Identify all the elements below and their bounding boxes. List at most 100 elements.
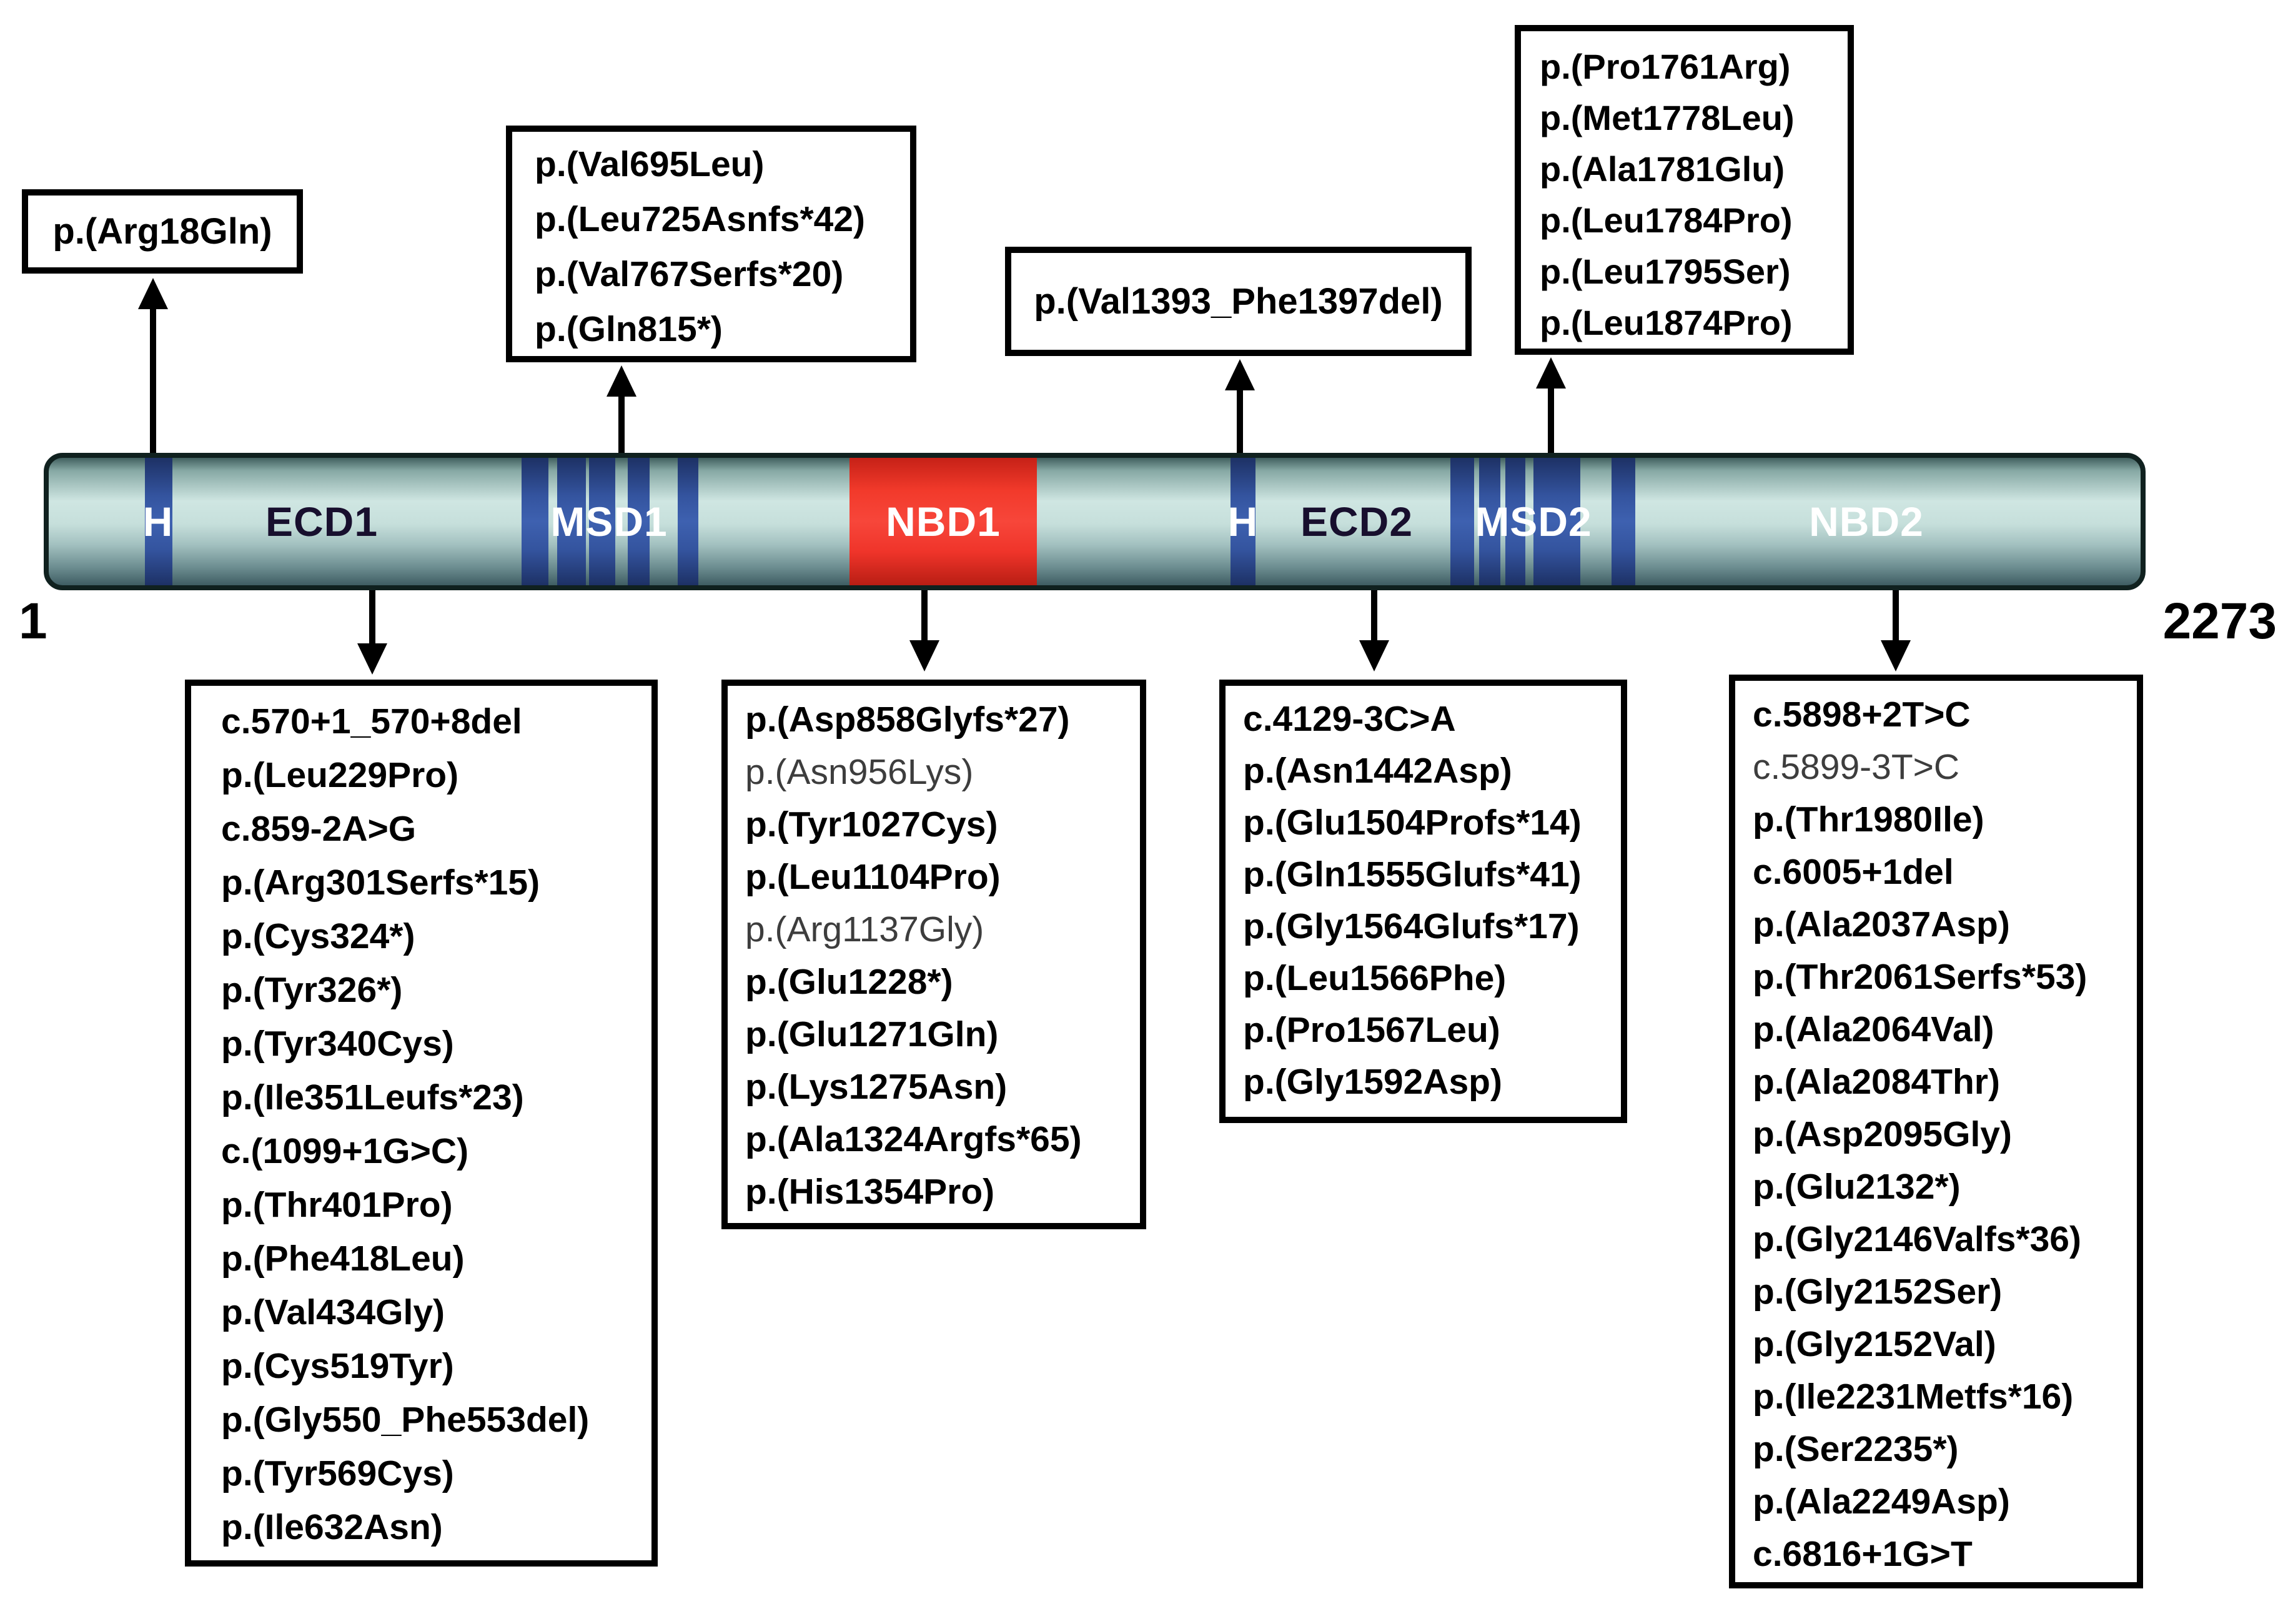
msd2-stripe-2 [1479, 458, 1500, 585]
mutation-label: p.(Leu1795Ser) [1540, 252, 1791, 291]
mutation-list: p.(Val1393_Phe1397del) [1034, 280, 1443, 322]
arrow-shaft [369, 590, 375, 648]
mutation-label: p.(Val767Serfs*20) [535, 254, 844, 294]
arrowhead [1536, 357, 1566, 389]
mutation-box-msd2: p.(Pro1761Arg)p.(Met1778Leu)p.(Ala1781Gl… [1515, 25, 1854, 355]
mutation-label: p.(Asn956Lys) [745, 752, 974, 792]
mutation-label: c.6005+1del [1753, 852, 1954, 892]
helix-h2-stripe [1231, 458, 1255, 585]
mutation-label: p.(Leu1566Phe) [1243, 958, 1507, 998]
mutation-label: p.(Gly2152Val) [1753, 1324, 1996, 1364]
domain-label-ecd1: ECD1 [265, 498, 379, 545]
mutation-label: p.(Asn1442Asp) [1243, 751, 1512, 791]
mutation-box-h2: p.(Val1393_Phe1397del) [1005, 247, 1472, 356]
domain-label-h1: H [142, 498, 174, 545]
mutation-box-ecd1: c.570+1_570+8del p.(Leu229Pro) c.859-2A>G p… [185, 680, 658, 1567]
mutation-label: p.(Glu2132*) [1753, 1167, 1961, 1207]
msd2-stripe-1 [1450, 458, 1474, 585]
mutation-label: p.(Val695Leu) [535, 144, 765, 184]
msd1-stripe-1 [522, 458, 548, 585]
mutation-label: p.(Pro1567Leu) [1243, 1010, 1500, 1050]
arrow-shaft [1548, 384, 1554, 453]
mutation-label: p.(Phe418Leu) [221, 1239, 465, 1279]
mutation-box-nbd2: c.5898+2T>C c.5899-3T>C p.(Thr1980Ile) c.60… [1729, 675, 2143, 1588]
mutation-box-nbd1: p.(Asp858Glyfs*27)p.(Asn956Lys)p.(Tyr102… [721, 680, 1146, 1229]
mutation-label: p.(Tyr340Cys) [221, 1024, 454, 1064]
mutation-label: p.(Cys519Tyr) [221, 1346, 454, 1386]
mutation-label: p.(Leu1784Pro) [1540, 201, 1793, 240]
domain-label-nbd1: NBD1 [886, 498, 1001, 545]
mutation-label: p.(Ser2235*) [1753, 1429, 1959, 1469]
msd1-stripe-3 [589, 458, 615, 585]
domain-label-nbd2: NBD2 [1809, 498, 1924, 545]
mutation-label: p.(Gly2152Ser) [1753, 1272, 2003, 1312]
mutation-label: p.(Thr1980Ile) [1753, 800, 1984, 839]
arrow-shaft [921, 590, 928, 645]
mutation-label: p.(Val1393_Phe1397del) [1034, 280, 1443, 322]
mutation-label: p.(Glu1504Profs*14) [1243, 803, 1582, 843]
mutation-label: p.(Ile351Leufs*23) [221, 1077, 524, 1117]
mutation-label: p.(Pro1761Arg) [1540, 47, 1791, 86]
mutation-box-msd1: p.(Val695Leu) p.(Leu725Asnfs*42) p.(Val767… [506, 126, 916, 362]
mutation-label: p.(Ala2037Asp) [1753, 904, 2010, 944]
msd2-stripe-4 [1533, 458, 1580, 585]
mutation-label: p.(His1354Pro) [745, 1172, 995, 1212]
mutation-label: p.(Glu1271Gln) [745, 1014, 999, 1054]
mutation-label: p.(Cys324*) [221, 916, 415, 956]
msd1-stripe-4 [628, 458, 650, 585]
residue-start-label: 1 [19, 593, 47, 650]
mutation-label: p.(Ala2249Asp) [1753, 1482, 2010, 1522]
mutation-list: p.(Arg18Gln) [52, 210, 272, 252]
mutation-label: p.(Tyr569Cys) [221, 1453, 454, 1493]
mutation-label: p.(Lys1275Asn) [745, 1067, 1008, 1107]
mutation-label: p.(Ala2064Val) [1753, 1009, 1994, 1049]
mutation-label: p.(Leu229Pro) [221, 755, 459, 795]
mutation-label: p.(Leu1874Pro) [1540, 303, 1793, 342]
mutation-label: c.6816+1G>T [1753, 1534, 1973, 1574]
msd1-stripe-5 [678, 458, 698, 585]
mutation-list: c.4129-3C>A p.(Asn1442Asp) p.(Glu1504Profs… [1226, 686, 1621, 1108]
mutation-label: p.(Thr2061Serfs*53) [1753, 957, 2087, 997]
mutation-label: p.(Arg18Gln) [52, 210, 272, 252]
arrow-shaft [1893, 590, 1899, 645]
arrow-shaft [618, 392, 625, 453]
arrowhead [357, 643, 387, 675]
mutation-label: p.(Thr401Pro) [221, 1185, 453, 1225]
mutation-label: p.(Gln1555Glufs*41) [1243, 854, 1582, 894]
mutation-label: p.(Gly1564Glufs*17) [1243, 906, 1580, 946]
mutation-label: p.(Ala1781Glu) [1540, 149, 1785, 189]
domain-label-ecd2: ECD2 [1300, 498, 1414, 545]
msd2-stripe-3 [1505, 458, 1525, 585]
mutation-label: c.5898+2T>C [1753, 695, 1971, 735]
mutation-label: c.570+1_570+8del [221, 701, 522, 741]
mutation-label: p.(Leu725Asnfs*42) [535, 199, 866, 239]
mutation-label: p.(Ala1324Argfs*65) [745, 1119, 1082, 1159]
mutation-label: c.5899-3T>C [1753, 747, 1960, 787]
arrow-shaft [150, 304, 156, 453]
nbd1-block [849, 458, 1037, 585]
mutation-box-h1: p.(Arg18Gln) [22, 189, 303, 274]
mutation-label: p.(Gly1592Asp) [1243, 1062, 1502, 1102]
mutation-label: p.(Tyr326*) [221, 970, 403, 1010]
msd2-stripe-5 [1612, 458, 1635, 585]
arrowhead [1225, 359, 1255, 390]
mutation-label: p.(Asp2095Gly) [1753, 1114, 2012, 1154]
mutation-list: p.(Asp858Glyfs*27)p.(Asn956Lys)p.(Tyr102… [728, 686, 1140, 1218]
arrowhead [607, 365, 636, 397]
mutation-list: c.5898+2T>C c.5899-3T>C p.(Thr1980Ile) c.60… [1735, 681, 2137, 1580]
mutation-label: p.(Arg1137Gly) [745, 909, 984, 949]
mutation-box-ecd2: c.4129-3C>A p.(Asn1442Asp) p.(Glu1504Profs… [1219, 680, 1627, 1123]
arrowhead [138, 278, 168, 309]
mutation-label: c.4129-3C>A [1243, 699, 1456, 739]
mutation-list: p.(Pro1761Arg)p.(Met1778Leu)p.(Ala1781Gl… [1521, 31, 1848, 349]
mutation-label: c.(1099+1G>C) [221, 1131, 469, 1171]
mutation-label: c.859-2A>G [221, 809, 417, 849]
mutation-label: p.(Gly550_Phe553del) [221, 1400, 590, 1440]
domain-label-msd1: MSD1 [550, 498, 668, 545]
mutation-label: p.(Gly2146Valfs*36) [1753, 1219, 2081, 1259]
residue-end-label: 2273 [2162, 593, 2277, 650]
arrowhead [1359, 640, 1389, 671]
mutation-label: p.(Ile632Asn) [221, 1507, 443, 1547]
helix-h1-stripe [145, 458, 172, 585]
